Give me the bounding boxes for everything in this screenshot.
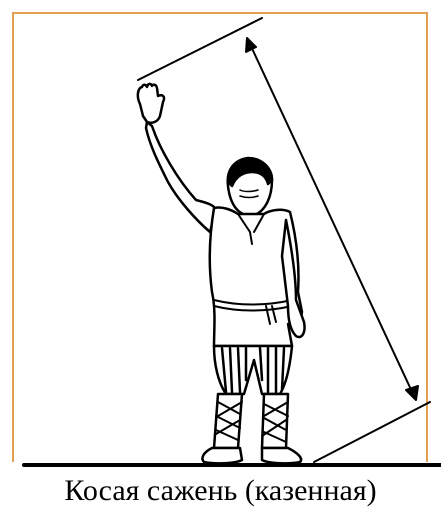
arrow-head-top <box>246 38 256 52</box>
raised-arm <box>146 122 216 232</box>
bottom-extension-line <box>314 402 430 462</box>
caption: Косая сажень (казенная) <box>0 470 441 512</box>
top-extension-line <box>138 18 262 80</box>
leg-wraps <box>214 394 288 448</box>
raised-hand <box>138 84 164 123</box>
man-figure <box>138 84 305 463</box>
trousers <box>214 346 292 394</box>
left-shoe <box>202 448 242 463</box>
right-shoe <box>262 448 301 463</box>
arrow-head-bottom <box>406 386 418 400</box>
